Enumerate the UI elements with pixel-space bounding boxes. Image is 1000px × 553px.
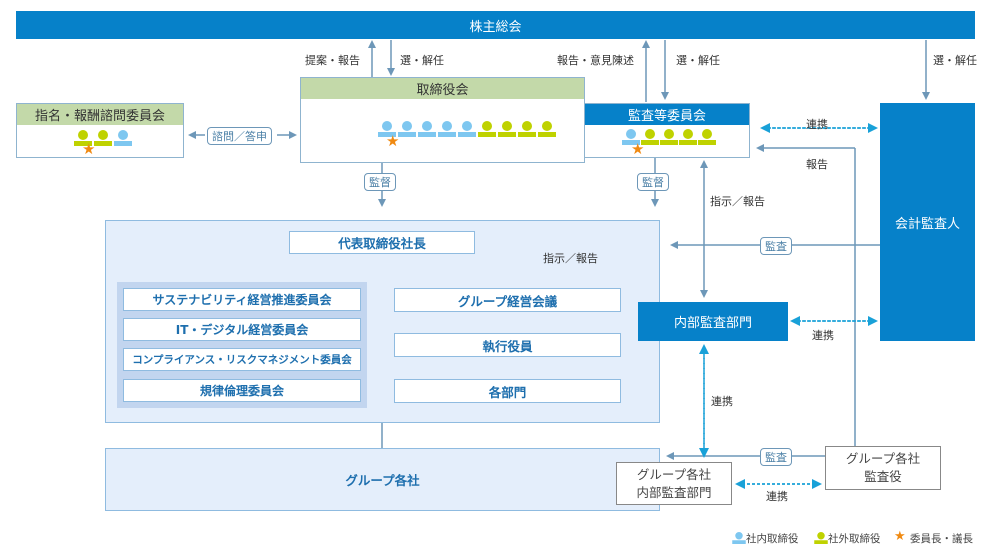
inside-director-icon	[622, 129, 640, 145]
tag-group-audit: 監査	[760, 448, 792, 466]
chair-star-icon: ★	[82, 140, 96, 158]
nomination-compensation-committee[interactable]: 指名・報酬諮問委員会 ★	[16, 103, 184, 158]
group-auditors-line1: グループ各社	[845, 451, 921, 466]
executive-officers[interactable]: 執行役員	[394, 333, 621, 357]
label-coop-internal-group: 連携	[711, 395, 733, 408]
president-box[interactable]: 代表取締役社長	[289, 231, 475, 254]
board-title: 取締役会	[301, 78, 584, 99]
committee-compliance-risk[interactable]: コンプライアンス・リスクマネジメント委員会	[123, 348, 361, 371]
inside-director-icon	[438, 121, 456, 137]
label-coop-internal-auditor: 連携	[812, 329, 834, 342]
chair-star-icon: ★	[386, 132, 400, 150]
group-companies-label: グループ各社	[345, 473, 420, 488]
accounting-auditor[interactable]: 会計監査人	[880, 103, 975, 341]
outside-director-icon	[498, 121, 516, 137]
legend-star-icon: ★	[894, 529, 906, 544]
label-audit-internal-instruction: 指示／報告	[710, 195, 765, 208]
label-elect-dismiss-auditor: 選・解任	[933, 54, 977, 67]
legend-inside-label: 社内取締役	[746, 533, 799, 545]
outside-director-icon	[94, 130, 112, 146]
chair-star-icon: ★	[631, 140, 645, 158]
tag-board-supervise: 監督	[364, 173, 396, 191]
legend-chair-label: 委員長・議長	[910, 533, 973, 545]
inside-director-icon	[398, 121, 416, 137]
audit-supervisory-committee[interactable]: 監査等委員会 ★	[584, 103, 750, 158]
outside-director-icon	[74, 130, 92, 146]
shareholders-meeting-label: 株主総会	[469, 19, 522, 35]
departments[interactable]: 各部門	[394, 379, 621, 403]
outside-director-icon	[518, 121, 536, 137]
internal-audit-department[interactable]: 内部監査部門	[638, 302, 788, 341]
committee-sustainability[interactable]: サステナビリティ経営推進委員会	[123, 288, 361, 311]
outside-director-icon	[679, 129, 697, 145]
inside-director-icon	[114, 130, 132, 146]
legend-outside-label: 社外取締役	[828, 533, 881, 545]
tag-auditor-audit: 監査	[760, 237, 792, 255]
audit-committee-title: 監査等委員会	[585, 104, 749, 125]
label-president-internal: 指示／報告	[543, 252, 598, 265]
group-auditors-line2: 監査役	[864, 469, 902, 484]
accounting-auditor-label: 会計監査人	[894, 216, 960, 232]
inside-director-icon	[378, 121, 396, 137]
legend-outside-icon	[814, 532, 828, 544]
inside-director-icon	[418, 121, 436, 137]
tag-advisory: 諮問／答申	[207, 127, 272, 145]
group-internal-audit-line1: グループ各社	[636, 467, 712, 482]
outside-director-icon	[641, 129, 659, 145]
group-internal-audit-line2: 内部監査部門	[636, 485, 712, 500]
legend-inside-icon	[732, 532, 746, 544]
committee-ethics[interactable]: 規律倫理委員会	[123, 379, 361, 402]
outside-director-icon	[660, 129, 678, 145]
group-companies[interactable]: グループ各社	[105, 448, 660, 511]
label-report-opinion: 報告・意見陳述	[557, 54, 634, 67]
outside-director-icon	[698, 129, 716, 145]
group-company-auditors[interactable]: グループ各社 監査役	[825, 446, 941, 490]
label-auditor-report: 報告	[806, 158, 828, 171]
inside-director-icon	[458, 121, 476, 137]
label-proposal-report: 提案・報告	[305, 54, 360, 67]
nomination-committee-title: 指名・報酬諮問委員会	[17, 104, 183, 125]
outside-director-icon	[538, 121, 556, 137]
label-coop-group: 連携	[766, 490, 788, 503]
label-elect-dismiss-board: 選・解任	[400, 54, 444, 67]
shareholders-meeting[interactable]: 株主総会	[16, 11, 975, 39]
outside-director-icon	[478, 121, 496, 137]
internal-audit-label: 内部監査部門	[673, 316, 752, 331]
board-of-directors[interactable]: 取締役会	[300, 77, 585, 163]
label-coop-audit-auditor: 連携	[806, 118, 828, 131]
board-members: ★	[378, 121, 578, 151]
tag-audit-supervise: 監督	[637, 173, 669, 191]
group-management-meeting[interactable]: グループ経営会議	[394, 288, 621, 312]
committee-it-digital[interactable]: IT・デジタル経営委員会	[123, 318, 361, 341]
group-internal-audit[interactable]: グループ各社 内部監査部門	[616, 462, 732, 505]
label-elect-dismiss-audit: 選・解任	[676, 54, 720, 67]
legend: 社内取締役 社外取締役 ★ 委員長・議長	[730, 529, 1000, 547]
